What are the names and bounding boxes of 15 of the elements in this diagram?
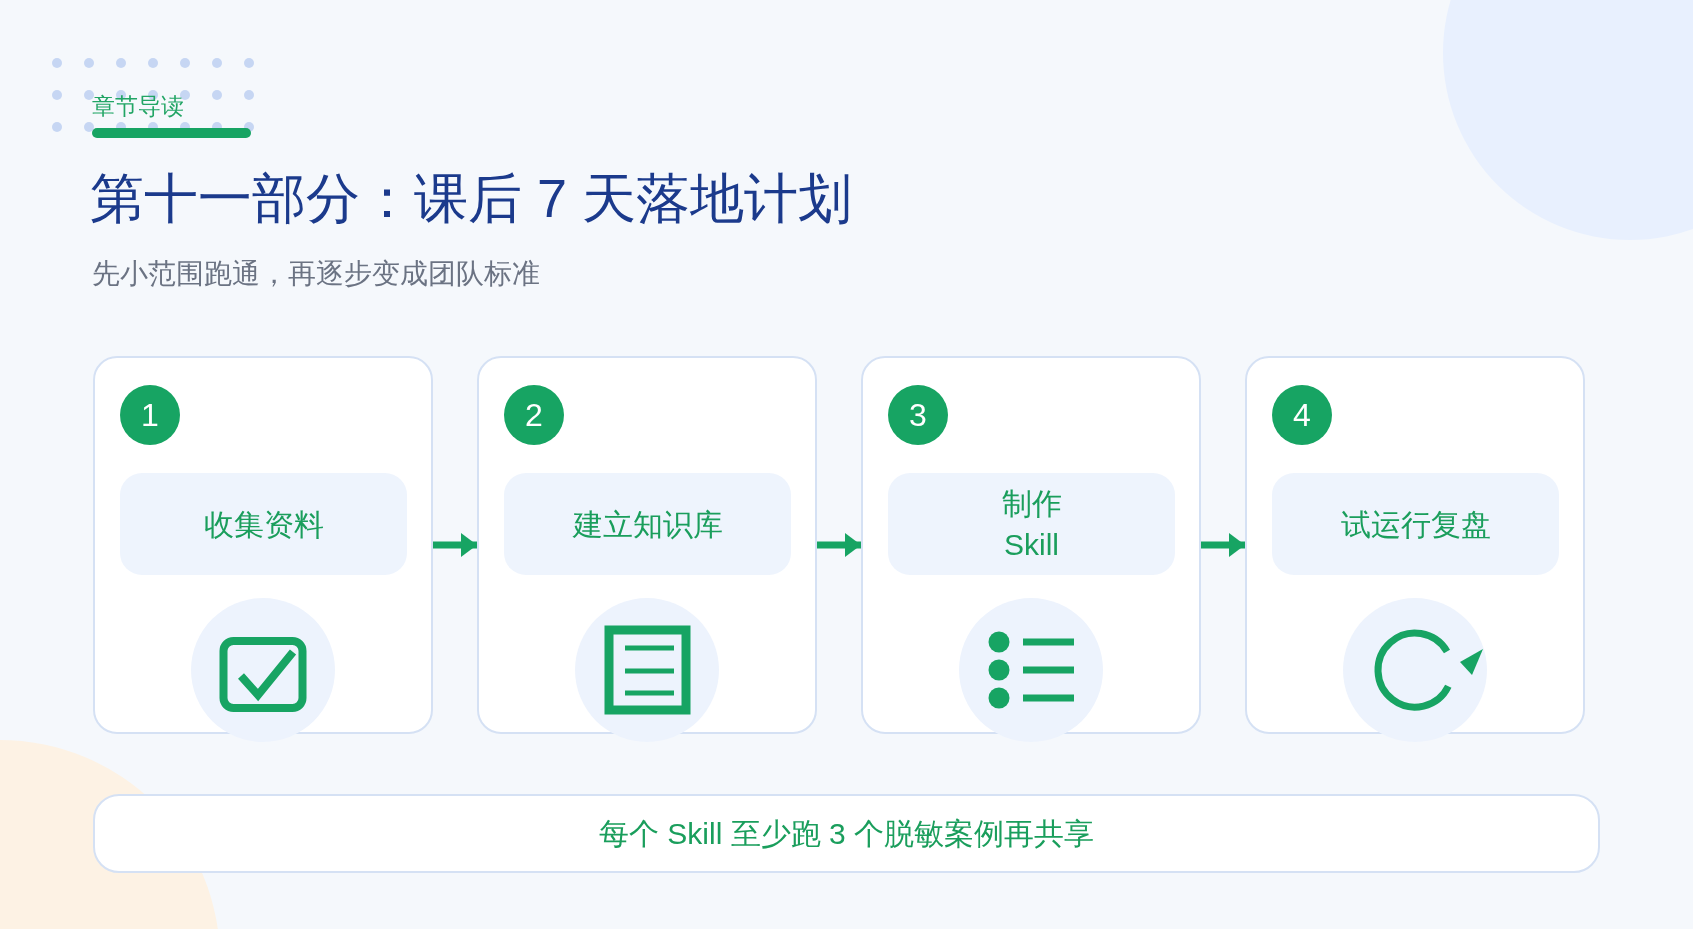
step-number-badge: 2 — [504, 385, 564, 445]
step-title: 收集资料 — [203, 506, 324, 543]
step-number-badge: 3 — [888, 385, 948, 445]
step-title: 制作 Skill — [1000, 486, 1063, 563]
arrow — [1201, 533, 1245, 557]
title: 第十一部分：课后 7 天落地计划 — [90, 167, 853, 230]
note-banner — [93, 794, 1600, 873]
section-tag: 章节导读 — [92, 91, 184, 121]
note-text: 每个 Skill 至少跑 3 个脱敏案例再共享 — [599, 815, 1094, 852]
subtitle: 先小范围跑通，再逐步变成团队标准 — [92, 257, 540, 291]
step-title: 试运行复盘 — [1340, 506, 1491, 543]
step-number-badge: 1 — [120, 385, 180, 445]
step-title: 建立知识库 — [572, 506, 723, 543]
arrow — [817, 533, 861, 557]
step-number-badge: 4 — [1272, 385, 1332, 445]
